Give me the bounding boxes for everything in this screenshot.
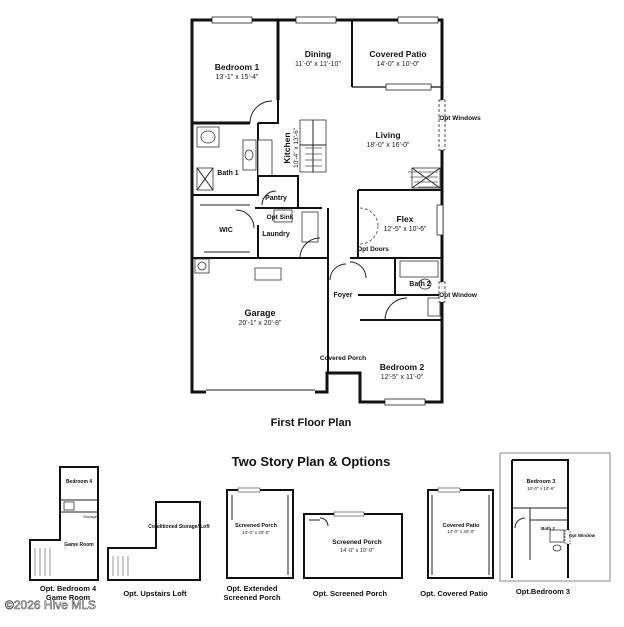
option-storage-room: Storage bbox=[83, 514, 98, 519]
opt-windows-label: Opt Windows bbox=[439, 115, 481, 122]
first-floor-title: First Floor Plan bbox=[271, 417, 352, 429]
bath2-label: Bath 2 bbox=[409, 281, 431, 288]
option-bedroom3-dims: 10'-0" x 10'-6" bbox=[527, 486, 555, 491]
caption-screened-porch: Opt. Screened Porch bbox=[313, 589, 388, 598]
caption-bedroom3: Opt.Bedroom 3 bbox=[516, 587, 570, 596]
foyer-label: Foyer bbox=[333, 292, 352, 299]
option-bedroom4-room: Bedroom 4 bbox=[66, 479, 92, 485]
bedroom2-dims: 12'-5" x 11'-0" bbox=[381, 374, 424, 381]
option-screened-porch-room: Screened Porch bbox=[332, 539, 382, 546]
kitchen-dims: 10'-4" x 13'-6" bbox=[293, 127, 300, 168]
covered-patio-label: Covered Patio bbox=[369, 49, 426, 59]
flex-label: Flex bbox=[396, 214, 413, 224]
option-screened-porch-dims: 14'-0" x 10'-0" bbox=[340, 548, 374, 554]
living-dims: 18'-0" x 16'-0" bbox=[366, 142, 410, 149]
option-bedroom3-room: Bedroom 3 bbox=[527, 479, 556, 485]
flex-dims: 12'-5" x 10'-6" bbox=[383, 226, 427, 233]
option-covered-patio-room: Covered Patio bbox=[443, 523, 481, 529]
option-covered-patio-drawing: Covered Patio 14'-0" x 20'-0" bbox=[427, 487, 494, 579]
option-loft-room: Conditioned Storage/ Loft bbox=[148, 524, 210, 530]
option-covered-patio-dims: 14'-0" x 20'-0" bbox=[447, 529, 475, 534]
bath1-label: Bath 1 bbox=[217, 170, 239, 177]
caption-covered-patio: Opt. Covered Patio bbox=[420, 589, 488, 598]
opt-sink-label: Opt Sink bbox=[267, 214, 294, 221]
covered-patio-dims: 14'-0" x 10'-0" bbox=[376, 61, 420, 68]
laundry-label: Laundry bbox=[262, 231, 290, 238]
option-extended-porch-dims: 14'-0" x 20'-0" bbox=[242, 530, 270, 535]
first-floor-plan: Bedroom 1 13'-1" x 15'-4" Dining 11'-0" … bbox=[190, 16, 481, 429]
caption-upstairs-loft: Opt. Upstairs Loft bbox=[123, 589, 187, 598]
garage-dims: 20'-1" x 20'-8" bbox=[238, 320, 282, 327]
watermark: ©2026 Hive MLS bbox=[5, 598, 96, 612]
option-extended-porch-room: Screened Porch bbox=[235, 523, 278, 529]
option-loft-drawing: Conditioned Storage/ Loft bbox=[107, 501, 210, 581]
bedroom2-label: Bedroom 2 bbox=[380, 362, 425, 372]
option-extended-porch-drawing: Screened Porch 14'-0" x 20'-0" bbox=[226, 487, 294, 579]
opt-window-label: Opt Window bbox=[439, 292, 478, 299]
option-bedroom3-drawing: Bedroom 3 10'-0" x 10'-6" Bath 2 Opt Win… bbox=[499, 452, 611, 582]
bedroom1-dims: 13'-1" x 15'-4" bbox=[215, 74, 259, 81]
option-bedroom4-drawing: Bedroom 4 Game Room Storage bbox=[29, 466, 99, 581]
option-opt-window-label: Opt Window bbox=[569, 533, 596, 538]
option-bath2-room: Bath 2 bbox=[541, 526, 555, 531]
living-label: Living bbox=[375, 130, 400, 140]
wic-label: WIC bbox=[219, 227, 233, 234]
options-title: Two Story Plan & Options bbox=[232, 454, 391, 469]
dining-dims: 11'-0" x 11'-10" bbox=[295, 61, 341, 68]
covered-porch-label: Covered Porch bbox=[320, 355, 366, 362]
option-gameroom-room: Game Room bbox=[64, 542, 94, 548]
bedroom1-label: Bedroom 1 bbox=[215, 62, 260, 72]
garage-label: Garage bbox=[244, 308, 275, 318]
kitchen-label: Kitchen bbox=[282, 132, 292, 163]
dining-label: Dining bbox=[305, 49, 331, 59]
option-screened-porch-drawing: Screened Porch 14'-0" x 10'-0" bbox=[303, 511, 403, 579]
pantry-label: Pantry bbox=[265, 195, 287, 202]
opt-doors-label: Opt Doors bbox=[357, 246, 389, 253]
